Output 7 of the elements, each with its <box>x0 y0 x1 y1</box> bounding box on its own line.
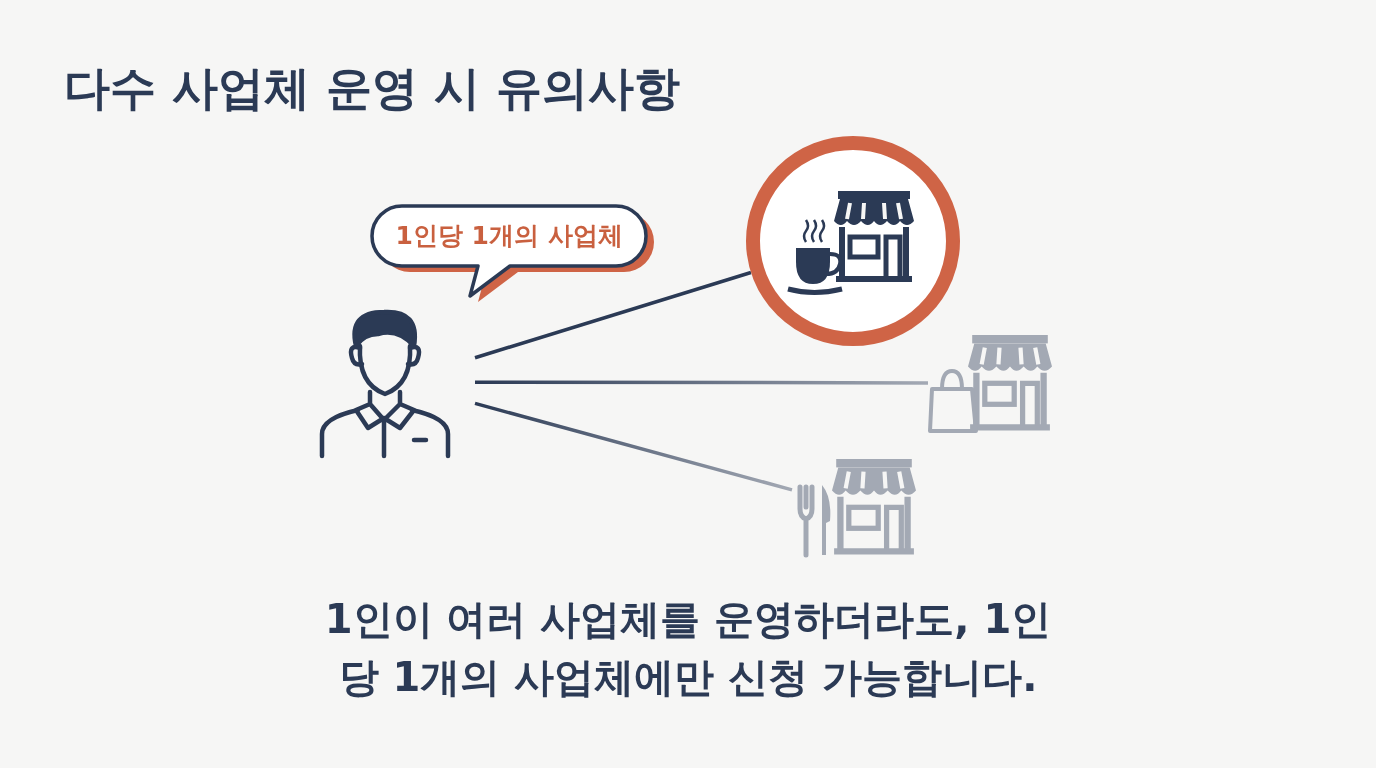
connector-line <box>474 270 752 360</box>
connector-line <box>474 401 793 492</box>
connector-line <box>475 380 928 385</box>
caption: 1인이 여러 사업체를 운영하더라도, 1인당 1개의 사업체에만 신청 가능합니다. <box>323 595 1053 702</box>
highlight-circle <box>746 136 960 346</box>
title: 다수 사업체 운영 시 유의사항 <box>64 60 681 117</box>
store-icon <box>928 333 1052 433</box>
